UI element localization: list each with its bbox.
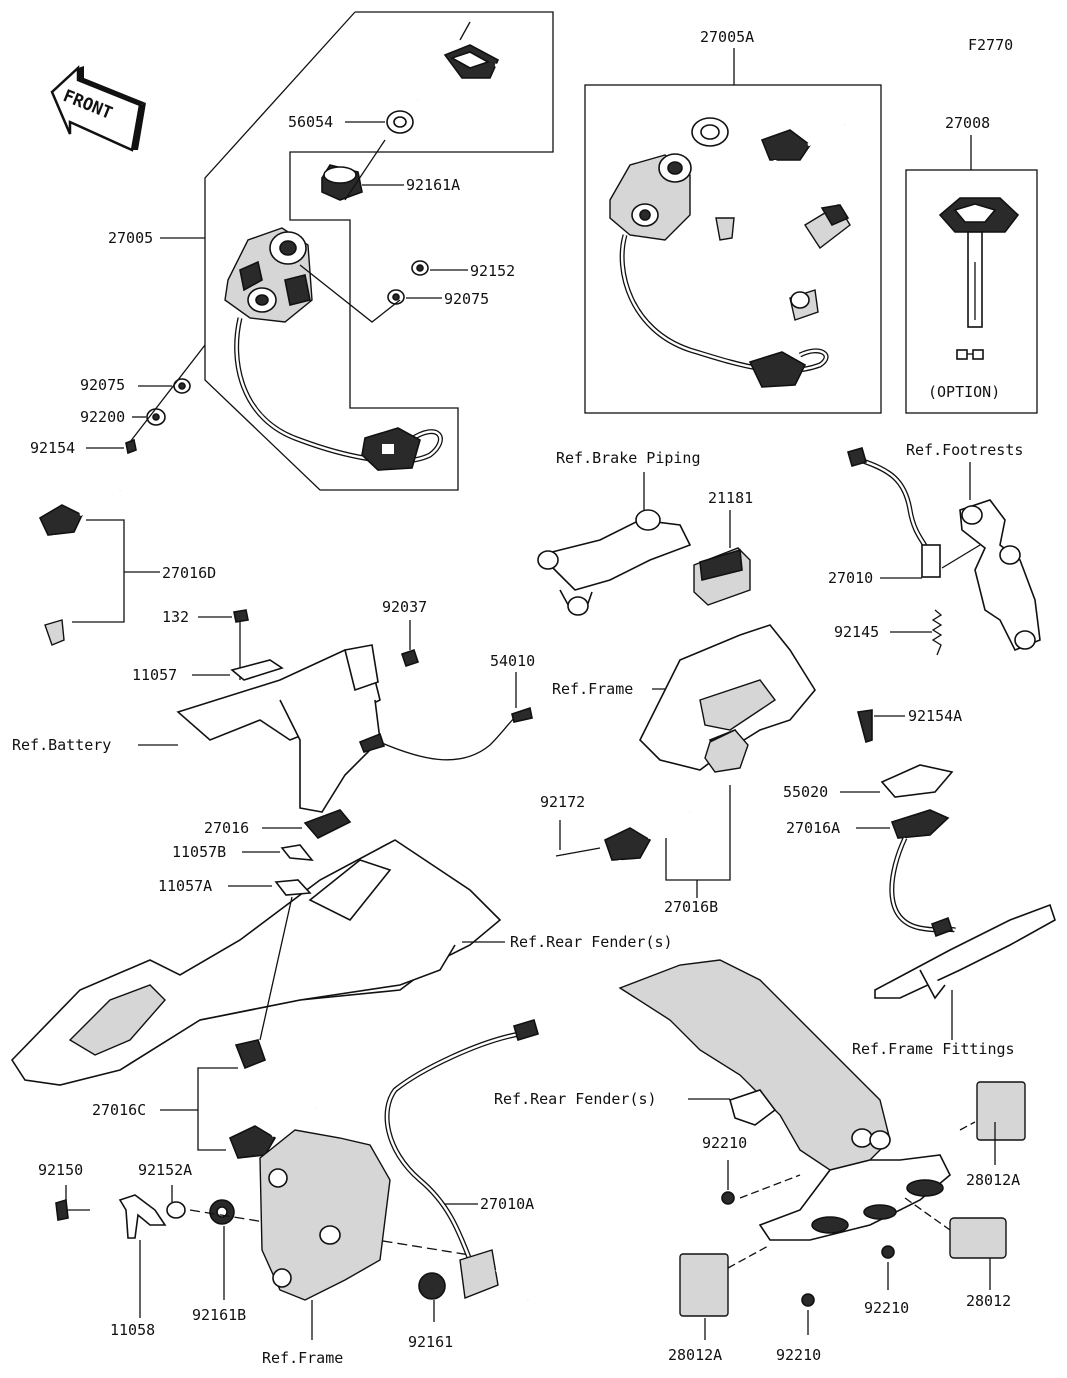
label-27010: 27010 (828, 569, 873, 587)
label-92161A: 92161A (406, 176, 460, 194)
key-icon (416, 21, 541, 102)
switch-27010A (459, 1249, 529, 1301)
switch-27010 (921, 544, 941, 578)
option-label: (OPTION) (928, 383, 1000, 401)
label-55020: 55020 (783, 783, 828, 801)
clip-11057B (280, 844, 314, 861)
label-28012A-right: 28012A (966, 1171, 1020, 1189)
key-27016B-icon (604, 810, 691, 912)
group-27005-outline (204, 11, 554, 491)
label-92200: 92200 (80, 408, 125, 426)
label-27010A: 27010A (480, 1195, 534, 1213)
ref-rear-fender-a: Ref.Rear Fender(s) (510, 933, 673, 951)
nut-92152A (166, 1201, 186, 1219)
label-92210b: 92210 (776, 1346, 821, 1364)
spring-92145 (931, 609, 943, 656)
clip-92037 (400, 648, 420, 668)
switch-wire-27010 (859, 457, 933, 561)
label-27005: 27005 (108, 229, 153, 247)
label-132: 132 (162, 608, 189, 626)
label-28012A-left: 28012A (668, 1346, 722, 1364)
label-92152: 92152 (470, 262, 515, 280)
label-21181: 21181 (708, 489, 753, 507)
switch-27016A (890, 809, 950, 839)
cylinder-27016D (44, 619, 65, 646)
label-27016D: 27016D (162, 564, 216, 582)
nut-92210b (801, 1293, 815, 1307)
label-92172: 92172 (540, 793, 585, 811)
cylinder-27016C (234, 1039, 267, 1070)
label-92152A: 92152A (138, 1161, 192, 1179)
battery-bracket (176, 644, 381, 813)
screw-92154A (856, 709, 873, 744)
ref-rear-fender-b: Ref.Rear Fender(s) (494, 1090, 657, 1108)
label-27016: 27016 (204, 819, 249, 837)
bolt-132 (233, 609, 249, 623)
bolt-92150 (55, 1198, 69, 1221)
cable-54010 (374, 709, 531, 761)
label-27016A: 27016A (786, 819, 840, 837)
label-92161B: 92161B (192, 1306, 246, 1324)
label-92210c: 92210 (864, 1299, 909, 1317)
diagram-code: F2770 (968, 36, 1013, 54)
frame-fittings-bracket (874, 903, 1056, 1000)
rear-fender-right (618, 959, 951, 1241)
label-27008: 27008 (945, 114, 990, 132)
relay-21181 (693, 547, 751, 606)
front-arrow-icon: FRONT (50, 65, 146, 152)
rear-fender-left (10, 839, 502, 1086)
key-27016D-icon (38, 488, 121, 590)
latch-27016 (303, 809, 352, 839)
connector-27005 (361, 427, 421, 471)
option-key-icon (938, 197, 1020, 360)
cap-92161A (321, 164, 363, 201)
ref-footrests: Ref.Footrests (906, 441, 1023, 459)
label-92075b: 92075 (80, 376, 125, 394)
nut-92210a (721, 1191, 735, 1205)
label-92145: 92145 (834, 623, 879, 641)
key-27005A-icon (760, 123, 846, 215)
label-27005A: 27005A (700, 28, 754, 46)
label-92210a: 92210 (702, 1134, 747, 1152)
label-56054: 56054 (288, 113, 333, 131)
ref-battery: Ref.Battery (12, 736, 111, 754)
label-11058: 11058 (110, 1321, 155, 1339)
screw-92154 (125, 438, 137, 455)
ignition-switch-27005 (224, 227, 313, 323)
reflector-28012A-right (976, 1081, 1026, 1141)
label-11057B: 11057B (172, 843, 226, 861)
label-27016B: 27016B (664, 898, 718, 916)
ref-frame-mid: Ref.Frame (552, 680, 633, 698)
label-11057: 11057 (132, 666, 177, 684)
key-27016C-icon (228, 1106, 317, 1212)
label-27016C: 27016C (92, 1101, 146, 1119)
footrest-bracket (959, 499, 1041, 652)
bracket-11058 (118, 1194, 167, 1239)
bracket-11057 (230, 659, 284, 681)
label-92075a: 92075 (444, 290, 489, 308)
nut-92210c (881, 1245, 895, 1259)
brake-bracket (537, 509, 692, 616)
frame-bottom (259, 1129, 391, 1301)
label-28012: 28012 (966, 1292, 1011, 1310)
label-92154: 92154 (30, 439, 75, 457)
reflector-28012 (949, 1217, 1007, 1259)
ref-frame-fittings: Ref.Frame Fittings (852, 1040, 1015, 1058)
bracket-11057A (274, 879, 312, 896)
label-92037: 92037 (382, 598, 427, 616)
label-92154A: 92154A (908, 707, 962, 725)
ref-brake-piping: Ref.Brake Piping (556, 449, 701, 467)
set-27005A-box (584, 84, 882, 414)
label-11057A: 11057A (158, 877, 212, 895)
reflector-28012A-left (679, 1253, 729, 1317)
label-92150: 92150 (38, 1161, 83, 1179)
ref-frame-bottom: Ref.Frame (262, 1349, 343, 1367)
bracket-55020 (880, 764, 954, 798)
label-92161: 92161 (408, 1333, 453, 1351)
cylinder-27016B (704, 729, 749, 773)
cap-92161 (418, 1272, 446, 1300)
label-54010: 54010 (490, 652, 535, 670)
